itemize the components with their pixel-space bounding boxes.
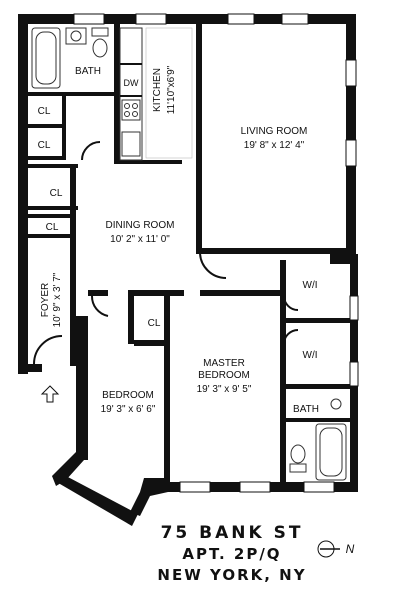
entry-arrow-icon bbox=[40, 385, 60, 403]
sink-top bbox=[65, 27, 87, 45]
kitchen-counter bbox=[119, 27, 143, 161]
label-closet-1: CL bbox=[38, 106, 51, 117]
label-master-bedroom-2: BEDROOM bbox=[198, 370, 250, 381]
door-swings bbox=[33, 141, 299, 365]
label-foyer-dims: 10' 9" x 3' 7" bbox=[52, 272, 63, 327]
label-bedroom-dims: 19' 3" x 6' 6" bbox=[101, 404, 156, 415]
label-bedroom: BEDROOM bbox=[102, 390, 154, 401]
label-walk-in-2: W/I bbox=[303, 350, 318, 361]
address-line-1: 75 BANK ST bbox=[161, 523, 304, 543]
label-dishwasher: DW bbox=[124, 78, 139, 88]
label-master-bedroom: MASTER bbox=[203, 358, 245, 369]
windows-top bbox=[73, 13, 359, 493]
label-closet-2: CL bbox=[38, 140, 51, 151]
label-closet-4: CL bbox=[46, 222, 59, 233]
label-walk-in-1: W/I bbox=[303, 280, 318, 291]
label-master-bedroom-dims: 19' 3" x 9' 5" bbox=[197, 384, 252, 395]
label-dining-room: DINING ROOM bbox=[106, 220, 175, 231]
label-living-room: LIVING ROOM bbox=[241, 126, 308, 137]
bathtub-bottom bbox=[315, 423, 347, 481]
toilet-bottom bbox=[289, 444, 307, 473]
kitchen-tile-grid bbox=[145, 27, 193, 159]
label-bath-top: BATH bbox=[75, 66, 101, 77]
label-kitchen-dims: 11'10"x6'9" bbox=[166, 65, 177, 114]
label-dining-room-dims: 10' 2" x 11' 0" bbox=[110, 234, 170, 245]
sink-bottom bbox=[330, 398, 342, 410]
label-living-room-dims: 19' 8" x 12' 4" bbox=[244, 140, 305, 151]
compass-icon bbox=[317, 540, 340, 558]
address-line-3: NEW YORK, NY bbox=[157, 566, 306, 584]
compass-label: N bbox=[346, 542, 355, 556]
label-foyer: FOYER bbox=[40, 283, 51, 317]
label-closet-5: CL bbox=[148, 318, 161, 329]
exterior-walls bbox=[18, 14, 358, 526]
label-closet-3: CL bbox=[50, 188, 63, 199]
toilet-top bbox=[91, 27, 109, 58]
label-bath-bottom: BATH bbox=[293, 404, 319, 415]
interior-walls bbox=[28, 24, 350, 486]
label-kitchen: KITCHEN bbox=[152, 68, 163, 112]
bathtub-top bbox=[31, 27, 61, 89]
address-line-2: APT. 2P/Q bbox=[182, 545, 281, 563]
